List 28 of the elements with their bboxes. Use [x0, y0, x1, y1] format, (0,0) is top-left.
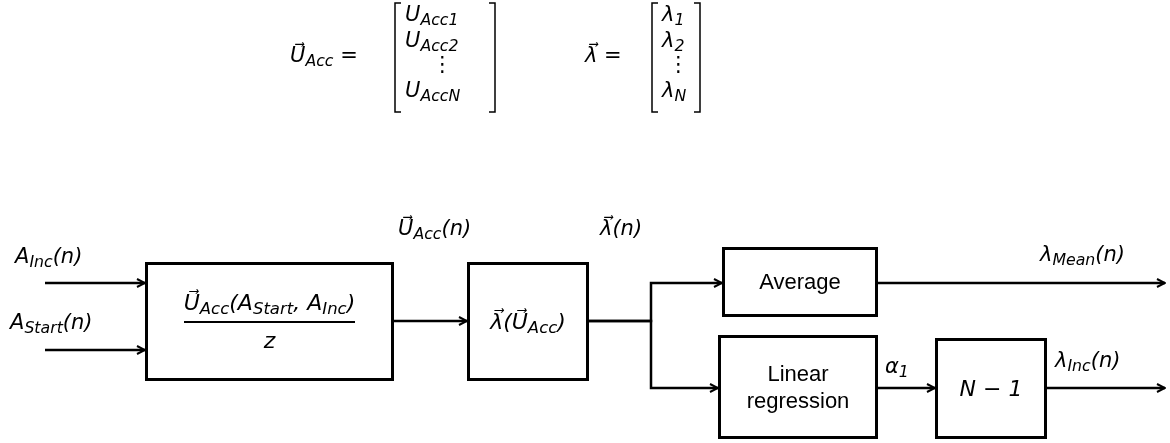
block-label: Average [759, 268, 841, 296]
formula: N − 1 [959, 374, 1023, 403]
formula: λ$_{N}$ [662, 80, 687, 101]
formula: z [263, 326, 276, 354]
arrow [878, 383, 936, 393]
arrow [45, 278, 146, 288]
edge-label: A$_{Inc}$(n) [15, 246, 83, 267]
edge-label: A$_{Start}$(n) [10, 312, 93, 333]
process-box [718, 335, 878, 439]
formula: ⋮ [432, 54, 453, 75]
arrow [589, 319, 719, 393]
formula: ⋮ [668, 54, 689, 75]
formula: λ⃗(U⃗$_{Acc}$) [490, 307, 566, 336]
formula: λ$_{2}$ [662, 30, 685, 51]
process-box [467, 262, 589, 381]
arrow [45, 345, 146, 355]
arrow [394, 316, 468, 326]
edge-label: λ$_{Mean}$(n) [1040, 244, 1126, 265]
arrow [1047, 383, 1166, 393]
process-box [145, 262, 394, 381]
edge-label: λ$_{Inc}$(n) [1055, 350, 1121, 371]
process-box [935, 338, 1047, 439]
formula: U⃗$_{Acc}$(A$_{Start}$, A$_{Inc}$) [183, 289, 356, 323]
block-label: Linear regression [745, 359, 851, 415]
edge-label: α$_{1}$ [885, 356, 909, 377]
formula: λ$_{1}$ [662, 4, 685, 25]
process-box [722, 247, 878, 317]
arrow [878, 278, 1166, 288]
